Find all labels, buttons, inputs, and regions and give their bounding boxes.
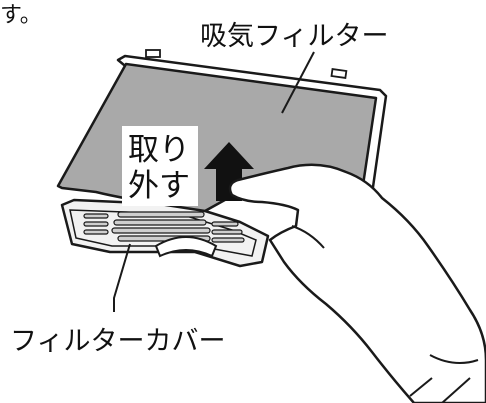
remove-label-box: [122, 126, 198, 206]
filter-cover-tab: [154, 236, 218, 258]
filter-frame-tab-right: [330, 68, 348, 79]
pointer-line-intake-filter: [281, 51, 315, 114]
glove-wrist-line: [409, 377, 433, 397]
glove-fold-line: [429, 354, 479, 365]
filter-cover: [60, 198, 270, 268]
label-intake-filter: 吸気フィルター: [200, 21, 388, 52]
pointer-line-filter-cover: [113, 243, 131, 312]
label-remove-line1: 取り: [128, 132, 190, 168]
label-filter-cover: フィルターカバー: [10, 326, 225, 357]
label-remove-line2: 外す: [128, 168, 190, 204]
glove-hand: [228, 163, 486, 403]
filter-frame-tab-left: [145, 49, 161, 58]
fragment-text: す。: [0, 3, 42, 28]
filter-cover-inner-rim: [69, 209, 257, 257]
glove-body: [228, 163, 486, 403]
glove-wrist-line-2: [441, 377, 471, 403]
glove-thumb-crease: [291, 225, 325, 249]
